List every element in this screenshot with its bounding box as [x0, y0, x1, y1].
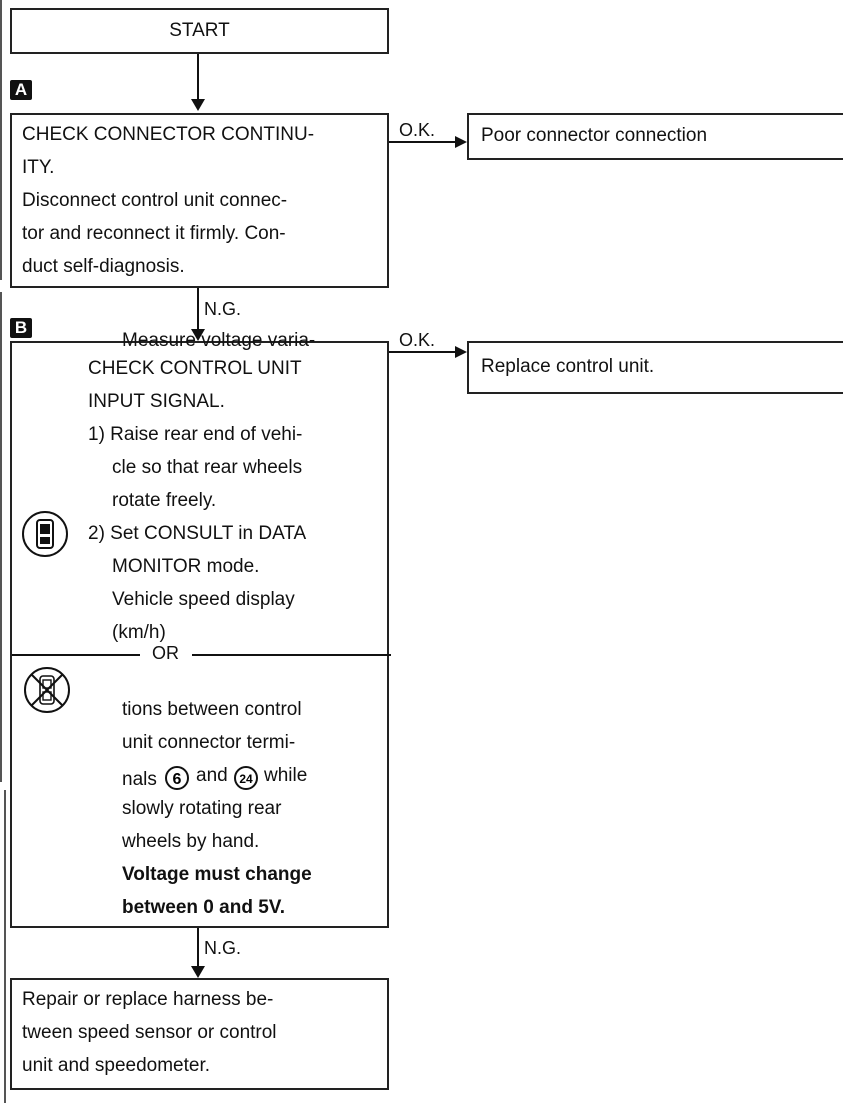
terminal-24-label: 24 — [239, 772, 253, 786]
or-label: OR — [152, 643, 179, 663]
step-b-measure-line-3: unit connector termi- — [122, 732, 296, 753]
step-b-consult-line-6: 2) Set CONSULT in DATA — [88, 523, 307, 544]
step-b-ok-label: O.K. — [399, 330, 436, 350]
consult-tester-icon — [22, 511, 68, 557]
step-b-ng-arrow — [191, 966, 205, 978]
or-divider-left — [12, 654, 140, 656]
step-b-consult-line-5: rotate freely. — [112, 490, 217, 511]
step-b-bold-line-2: between 0 and 5V. — [122, 897, 285, 918]
step-b-measure-line-4c: while — [264, 765, 308, 786]
terminal-24-icon: 24 — [234, 766, 258, 790]
step-a-line-4: tor and reconnect it firmly. Con- — [22, 223, 286, 244]
step-b-ok-result-box: Replace control unit. — [467, 341, 843, 394]
step-a-ok-label: O.K. — [399, 120, 436, 140]
page-edge-lower — [4, 790, 6, 1103]
step-a-ng-label: N.G. — [204, 299, 242, 319]
step-a-marker: A — [10, 80, 32, 100]
step-b-ok-result: Replace control unit. — [481, 356, 655, 377]
start-label: START — [169, 20, 230, 41]
arrow-to-a — [191, 99, 205, 111]
step-b-measure-line-5: slowly rotating rear — [122, 798, 282, 819]
step-b-measure-line-4b: and — [196, 765, 228, 786]
step-a-ng-line — [197, 288, 199, 330]
step-b-bold-line-1: Voltage must change — [122, 864, 312, 885]
step-a-line-3: Disconnect control unit connec- — [22, 190, 288, 211]
step-a-ok-result-box: Poor connector connection — [467, 113, 843, 160]
final-line-1: Repair or replace harness be- — [22, 989, 274, 1010]
step-a-box: CHECK CONNECTOR CONTINU- ITY. Disconnect… — [10, 113, 389, 288]
final-line-3: unit and speedometer. — [22, 1055, 211, 1076]
final-line-2: tween speed sensor or control — [22, 1022, 277, 1043]
final-action-box: Repair or replace harness be- tween spee… — [10, 978, 389, 1090]
step-b-ok-arrow — [455, 346, 467, 358]
step-b-consult-line-4: cle so that rear wheels — [112, 457, 303, 478]
page-edge-bottom — [0, 292, 2, 782]
step-b-consult-line-3: 1) Raise rear end of vehi- — [88, 424, 303, 445]
no-consult-icon — [24, 667, 70, 713]
step-b-consult-line-8: Vehicle speed display — [112, 589, 295, 610]
page-edge-top — [0, 0, 2, 280]
connector-start-a — [197, 54, 199, 101]
or-divider-right — [192, 654, 391, 656]
terminal-6-icon: 6 — [165, 766, 189, 790]
step-a-ok-line — [389, 141, 456, 143]
step-b-ng-label: N.G. — [204, 938, 242, 958]
step-b-ok-line — [389, 351, 456, 353]
step-a-line-2: ITY. — [22, 157, 55, 178]
step-b-measure-line-2: tions between control — [122, 699, 302, 720]
step-a-ok-arrow — [455, 136, 467, 148]
step-b-marker: B — [10, 318, 32, 338]
start-box: START — [10, 8, 389, 54]
step-a-ng-arrow — [191, 329, 205, 341]
step-b-consult-line-7: MONITOR mode. — [112, 556, 260, 577]
step-a-ok-result: Poor connector connection — [481, 125, 708, 146]
step-a-line-1: CHECK CONNECTOR CONTINU- — [22, 124, 315, 145]
step-a-line-5: duct self-diagnosis. — [22, 256, 185, 277]
step-b-consult-line-9: (km/h) — [112, 622, 166, 643]
step-b-box: CHECK CONTROL UNIT INPUT SIGNAL. 1) Rais… — [10, 341, 391, 928]
step-b-measure-line-6: wheels by hand. — [122, 831, 260, 852]
step-b-measure-line-4a: nals — [122, 769, 157, 790]
step-b-consult-line-1: CHECK CONTROL UNIT — [88, 358, 302, 379]
terminal-6-label: 6 — [173, 771, 182, 788]
step-b-consult-line-2: INPUT SIGNAL. — [88, 391, 225, 412]
step-b-ng-line — [197, 928, 199, 968]
step-b-measure-line-1: Measure voltage varia- — [122, 330, 316, 351]
